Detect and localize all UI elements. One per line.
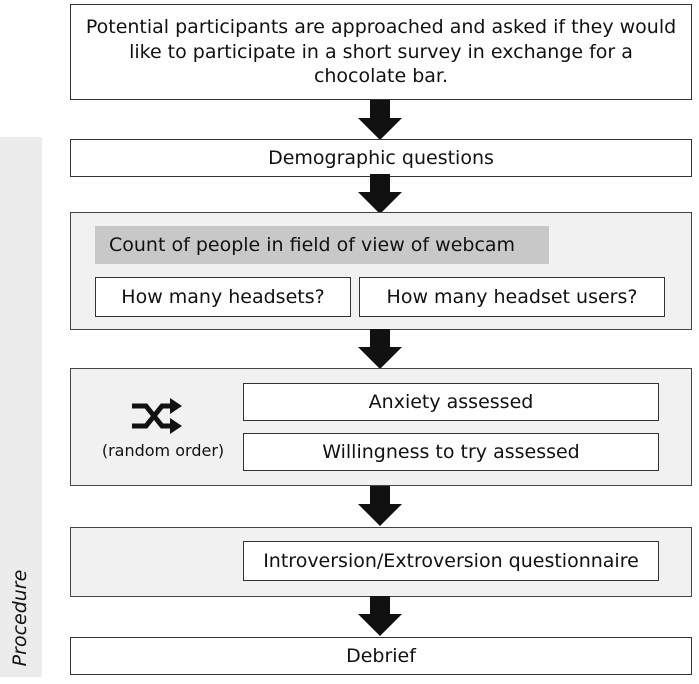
demographics-step-text: Demographic questions (268, 146, 494, 169)
headset-users-box: How many headset users? (359, 277, 665, 317)
shuffle-icon (130, 396, 186, 440)
down-arrow-icon (358, 100, 402, 140)
demographics-step-box: Demographic questions (70, 139, 692, 177)
down-arrow-icon (358, 329, 402, 369)
debrief-step-text: Debrief (346, 644, 416, 667)
down-arrow-icon (358, 596, 402, 636)
random-order-caption: (random order) (101, 441, 225, 460)
anxiety-text: Anxiety assessed (368, 390, 534, 413)
approach-step-box: Potential participants are approached an… (70, 4, 692, 100)
down-arrow-icon (358, 486, 402, 526)
questionnaire-box: Introversion/Extroversion questionnaire (243, 541, 659, 581)
anxiety-box: Anxiety assessed (243, 383, 659, 421)
debrief-step-box: Debrief (70, 637, 692, 675)
procedure-band (0, 137, 42, 677)
headsets-text: How many headsets? (121, 285, 325, 308)
down-arrow-icon (358, 174, 402, 214)
webcam-count-header-text: Count of people in field of view of webc… (109, 234, 516, 256)
willingness-box: Willingness to try assessed (243, 433, 659, 471)
headsets-box: How many headsets? (95, 277, 351, 317)
questionnaire-text: Introversion/Extroversion questionnaire (263, 549, 639, 572)
procedure-label: Procedure (9, 569, 31, 667)
headset-users-text: How many headset users? (386, 285, 638, 308)
webcam-count-header: Count of people in field of view of webc… (95, 226, 549, 264)
approach-step-text: Potential participants are approached an… (85, 15, 677, 88)
willingness-text: Willingness to try assessed (322, 440, 580, 463)
